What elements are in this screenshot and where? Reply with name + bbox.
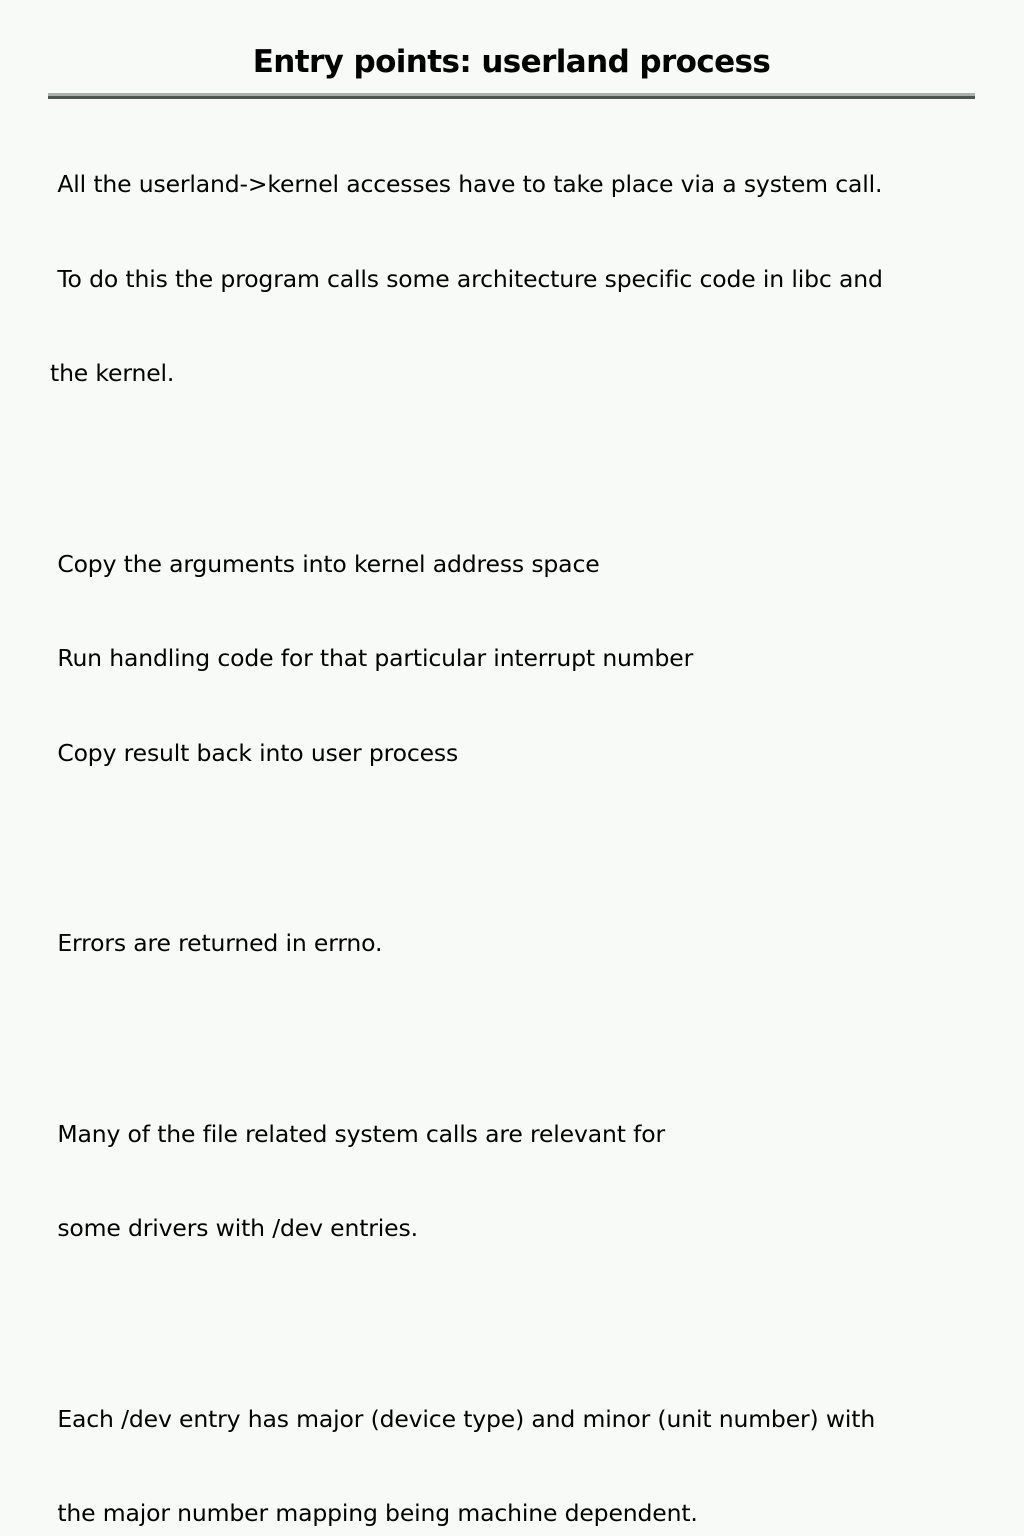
slide: Entry points: userland process All the u… (0, 0, 1024, 768)
text-line: the major number mapping being machine d… (50, 1498, 1010, 1530)
paragraph-file-calls: Many of the file related system calls ar… (50, 1056, 1010, 1308)
paragraph-errors: Errors are returned in errno. (50, 865, 1010, 1023)
paragraph-spacer (50, 453, 1010, 486)
paragraph-spacer (50, 1023, 1010, 1056)
text-line: Copy the arguments into kernel address s… (50, 549, 1010, 581)
text-line: Errors are returned in errno. (50, 928, 1010, 960)
paragraph-intro: All the userland->kernel accesses have t… (50, 106, 1010, 453)
text-line: some drivers with /dev entries. (50, 1213, 1010, 1245)
text-line: Copy result back into user process (50, 738, 1010, 770)
paragraph-spacer (50, 1308, 1010, 1341)
text-line: Many of the file related system calls ar… (50, 1119, 1010, 1151)
divider-shadow (48, 96, 975, 99)
paragraph-steps: Copy the arguments into kernel address s… (50, 486, 1010, 833)
text-line: Each /dev entry has major (device type) … (50, 1404, 1010, 1436)
text-line: All the userland->kernel accesses have t… (50, 169, 1010, 201)
paragraph-dev-entries: Each /dev entry has major (device type) … (50, 1341, 1010, 1536)
text-line: the kernel. (50, 358, 1010, 390)
text-line: Run handling code for that particular in… (50, 643, 1010, 675)
page-title: Entry points: userland process (48, 44, 975, 80)
paragraph-spacer (50, 832, 1010, 865)
text-line: To do this the program calls some archit… (50, 264, 1010, 296)
slide-body: All the userland->kernel accesses have t… (50, 106, 1010, 1536)
title-divider (48, 93, 975, 99)
